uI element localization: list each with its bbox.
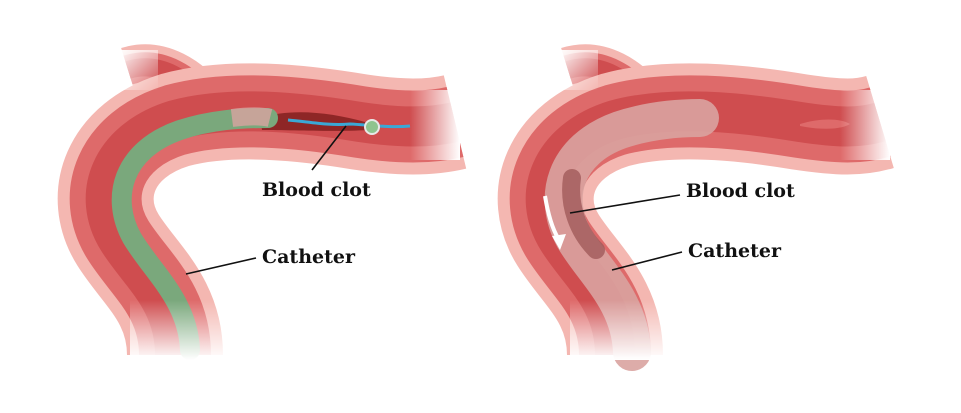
label-blood-clot: Blood clot	[262, 179, 371, 201]
guidewire	[287, 118, 411, 129]
leader-catheter-right	[611, 251, 683, 271]
leader-clot-right	[569, 194, 681, 214]
stent-retriever-tip	[364, 119, 380, 135]
leader-clot-left	[311, 125, 347, 171]
catheter-green	[111, 108, 278, 360]
label-catheter: Catheter	[688, 240, 782, 262]
blood-clot	[562, 169, 605, 259]
label-blood-clot: Blood clot	[686, 180, 795, 202]
label-catheter: Catheter	[262, 246, 356, 268]
panel-right-clot-removal: Blood clot Catheter	[497, 44, 894, 371]
panel-left-clot-capture: Blood clot Catheter	[57, 44, 467, 360]
leader-catheter-left	[185, 257, 257, 275]
withdrawal-arrow-icon	[543, 195, 566, 250]
